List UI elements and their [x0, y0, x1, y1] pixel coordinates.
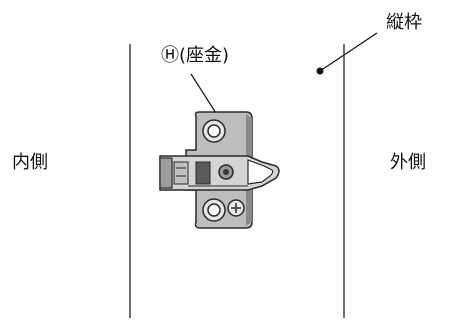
- label-vertical-frame: 縦枠: [386, 12, 422, 33]
- label-washer: Ⓗ(座金): [161, 45, 230, 66]
- frame-leader-dot: [316, 67, 324, 75]
- label-inner-side: 内側: [12, 152, 48, 173]
- mounting-plate-icon: [159, 111, 280, 229]
- label-outer-side: 外側: [390, 152, 426, 173]
- frame-leader-line: [319, 32, 378, 72]
